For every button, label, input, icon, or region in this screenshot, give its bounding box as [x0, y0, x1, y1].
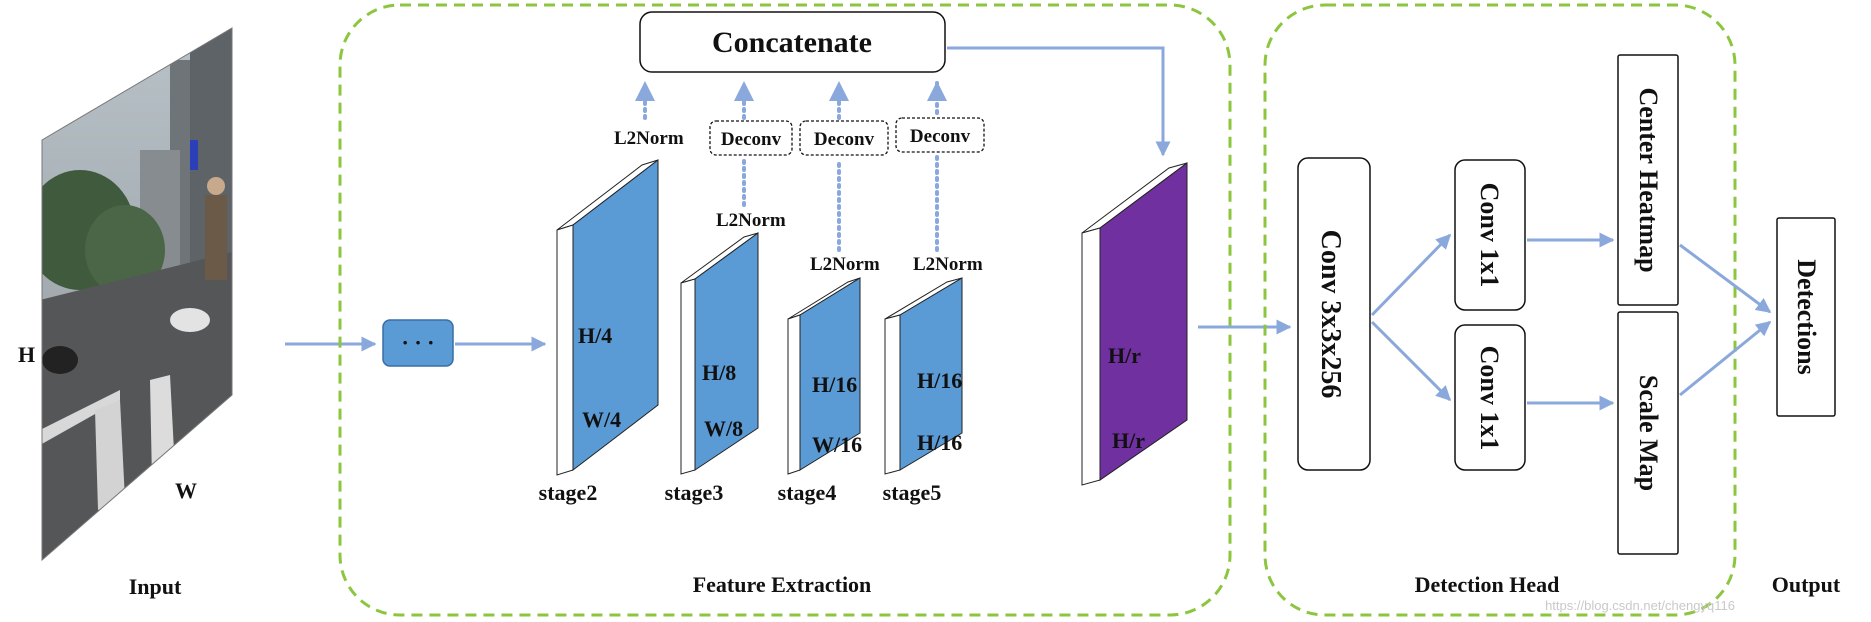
stage4-dim2: W/16 [812, 432, 862, 457]
stage2-label: stage2 [539, 480, 598, 505]
center-heatmap-label: Center Heatmap [1634, 87, 1663, 272]
stage4-feature-map [787, 277, 861, 475]
arrow-concatenate-to-output [947, 46, 1171, 157]
stage3-label: stage3 [665, 480, 724, 505]
stage2-feature-map [556, 158, 659, 476]
watermark: https://blog.csdn.net/chengyq116 [1545, 598, 1735, 613]
stage5-dim2: H/16 [917, 430, 962, 455]
scale-map-label: Scale Map [1634, 375, 1663, 491]
ellipsis-label: · · · [401, 330, 434, 355]
detection-head-group [1263, 3, 1737, 617]
conv3x3-label: Conv 3x3x256 [1315, 230, 1346, 399]
stage3-feature-map [680, 232, 759, 475]
conv3x3-box [1297, 157, 1371, 471]
feature-extraction-caption: Feature Extraction [693, 572, 872, 597]
input-caption: Input [129, 574, 182, 599]
stage3-deconv-label: Deconv [721, 129, 782, 150]
concat-dim1: H/r [1108, 343, 1141, 368]
stage3-l2norm-label: L2Norm [716, 210, 786, 231]
stage4-l2norm-label: L2Norm [810, 254, 880, 275]
input-w-label: W [175, 478, 197, 503]
arrow-scale-to-detections [1679, 320, 1772, 397]
input-image [41, 27, 233, 562]
feature-extraction-group [338, 3, 1232, 617]
arrow-conv3-to-conv1-top [1370, 233, 1452, 317]
conv1x1-bottom-box [1454, 324, 1526, 471]
stage5-label: stage5 [883, 480, 942, 505]
stage3-dim2: W/8 [704, 416, 743, 441]
detections-box [1776, 217, 1836, 417]
stage5-l2norm-label: L2Norm [913, 254, 983, 275]
ellipsis-block [382, 319, 454, 367]
stage2-l2norm-label: L2Norm [614, 128, 684, 149]
scale-map-box [1617, 311, 1679, 555]
stage5-deconv-box [895, 117, 985, 153]
stage4-deconv-label: Deconv [814, 129, 875, 150]
arrow-center-to-detections [1679, 243, 1772, 314]
stage3-deconv-box [709, 120, 793, 156]
input-h-label: H [18, 342, 35, 367]
stage2-dim1: H/4 [578, 323, 612, 348]
arrow-conv3-to-conv1-bottom [1370, 320, 1452, 402]
concatenate-label: Concatenate [712, 26, 872, 59]
output-caption: Output [1772, 572, 1841, 597]
detection-head-caption: Detection Head [1415, 572, 1560, 597]
concat-feature-map [1081, 162, 1188, 486]
stage4-label: stage4 [778, 480, 837, 505]
stage3-dim1: H/8 [702, 360, 736, 385]
conv1x1-bottom-label: Conv 1x1 [1475, 346, 1504, 451]
conv1x1-top-label: Conv 1x1 [1475, 183, 1504, 288]
center-heatmap-box [1617, 54, 1679, 306]
stage5-feature-map [884, 277, 963, 475]
conv1x1-top-box [1454, 159, 1526, 311]
stage2-dim2: W/4 [582, 407, 621, 432]
stage4-dim1: H/16 [812, 372, 857, 397]
detections-label: Detections [1792, 259, 1821, 375]
stage5-dim1: H/16 [917, 368, 962, 393]
stage4-deconv-box [799, 120, 889, 156]
stage5-deconv-label: Deconv [910, 126, 971, 147]
concat-dim2: H/r [1112, 428, 1145, 453]
concatenate-box [639, 11, 946, 73]
